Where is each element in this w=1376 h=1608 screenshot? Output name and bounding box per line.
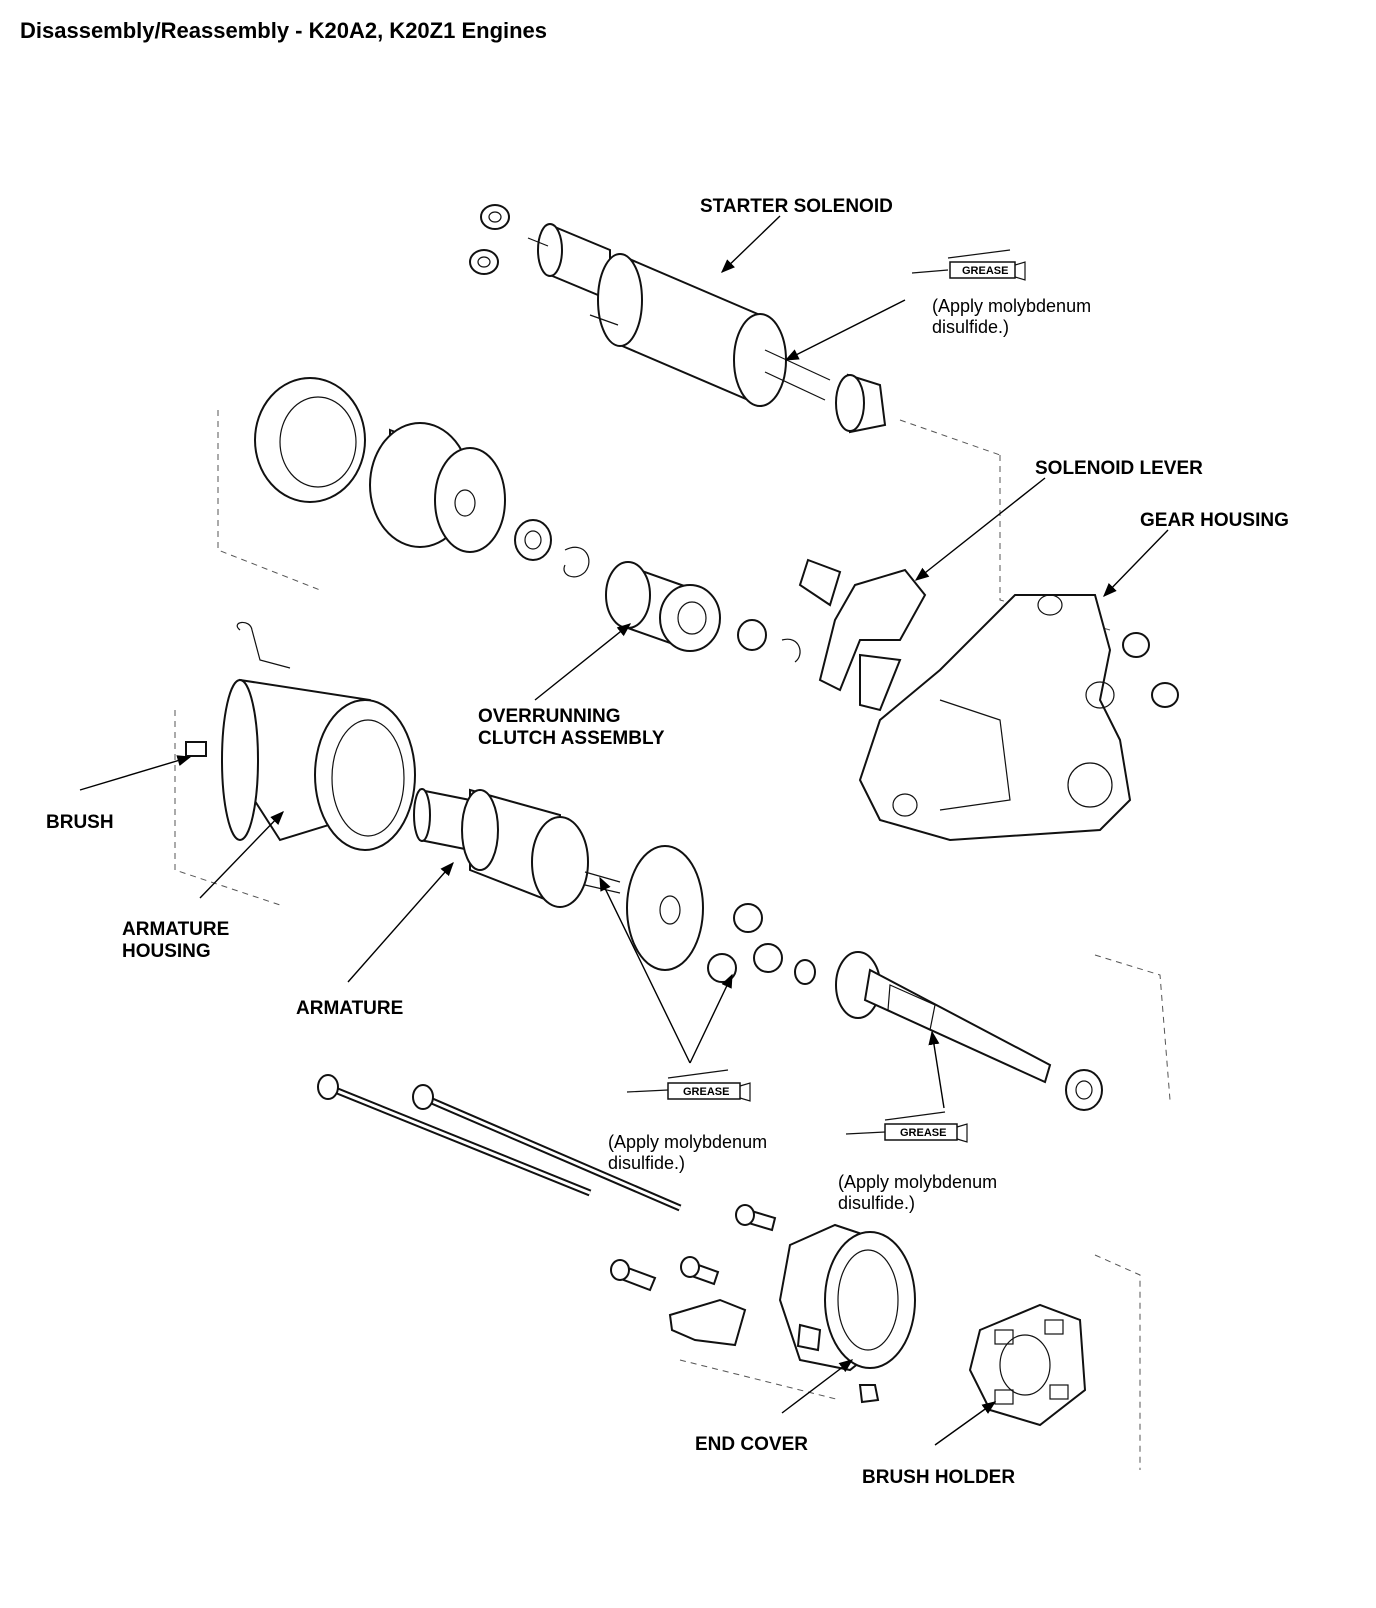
label-armature-housing-1: ARMATURE xyxy=(122,919,229,940)
leader-lines xyxy=(79,215,1169,1446)
note-1-line1: (Apply molybdenum xyxy=(932,296,1091,316)
pinion-shaft xyxy=(835,951,1103,1111)
through-bolts xyxy=(317,1074,682,1212)
svg-text:GREASE: GREASE xyxy=(683,1086,729,1098)
shaft-washer xyxy=(1065,1069,1103,1111)
grease-icon: GREASE xyxy=(626,1069,751,1102)
overrunning-clutch xyxy=(605,561,801,663)
label-gear-housing: GEAR HOUSING xyxy=(1140,510,1289,531)
brush-tab xyxy=(185,741,207,757)
armature-housing xyxy=(185,621,416,851)
grease-icon: GREASE xyxy=(845,1111,968,1143)
solenoid-nut-top xyxy=(480,204,510,230)
page-title: Disassembly/Reassembly - K20A2, K20Z1 En… xyxy=(20,18,548,43)
brush-holder xyxy=(968,1303,1087,1427)
planet-gear-1 xyxy=(733,903,763,933)
note-1-line2: disulfide.) xyxy=(932,317,1009,337)
label-clutch-assembly: CLUTCH ASSEMBLY xyxy=(478,728,665,749)
gear-housing xyxy=(858,594,1179,842)
planetary-gears xyxy=(626,845,816,985)
solenoid-nut-bottom xyxy=(469,249,499,275)
grease-icon: GREASE xyxy=(911,249,1026,281)
label-starter-solenoid: STARTER SOLENOID xyxy=(700,196,893,217)
magnet-ring-and-housing xyxy=(254,377,590,578)
label-end-cover: END COVER xyxy=(695,1434,808,1455)
solenoid-lever xyxy=(798,558,927,712)
planet-gear-3 xyxy=(707,953,737,983)
svg-text:GREASE: GREASE xyxy=(900,1127,946,1139)
label-solenoid-lever: SOLENOID LEVER xyxy=(1035,458,1203,479)
note-2-line1: (Apply molybdenum xyxy=(608,1132,767,1152)
housing-nut-lower xyxy=(1151,682,1179,708)
washer xyxy=(514,519,552,561)
planet-gear-2 xyxy=(753,943,783,973)
label-overrunning: OVERRUNNING xyxy=(478,706,621,727)
armature xyxy=(413,788,621,908)
label-brush-holder: BRUSH HOLDER xyxy=(862,1467,1015,1488)
label-armature-housing-2: HOUSING xyxy=(122,941,211,962)
label-armature: ARMATURE xyxy=(296,998,403,1019)
note-3-line1: (Apply molybdenum xyxy=(838,1172,997,1192)
svg-text:GREASE: GREASE xyxy=(962,265,1008,277)
end-cover-assembly xyxy=(610,1204,916,1404)
label-brush: BRUSH xyxy=(46,812,114,833)
note-3-line2: disulfide.) xyxy=(838,1193,915,1213)
note-2-line2: disulfide.) xyxy=(608,1153,685,1173)
starter-solenoid xyxy=(469,204,887,434)
housing-nut-upper xyxy=(1122,632,1150,658)
